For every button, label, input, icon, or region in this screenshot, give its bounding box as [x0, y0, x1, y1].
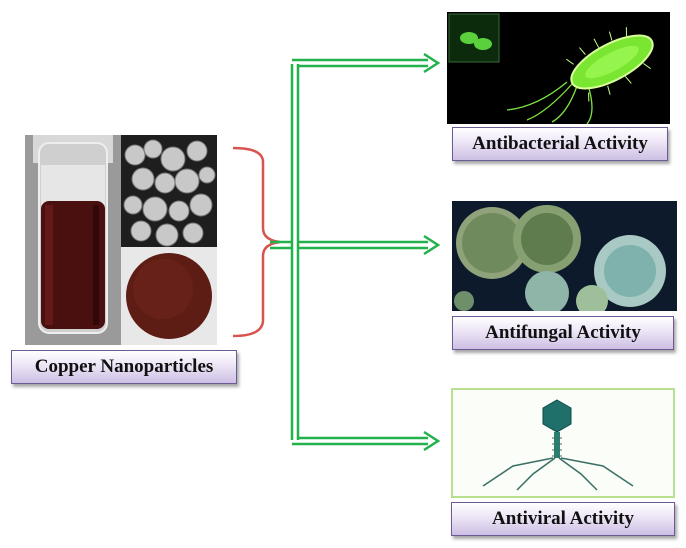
antiviral-label: Antiviral Activity	[451, 502, 675, 536]
fungi-colonies-photo	[452, 201, 677, 311]
copper-powder-photo	[121, 247, 217, 345]
sem-micrograph	[121, 135, 217, 247]
antibacterial-label: Antibacterial Activity	[452, 127, 668, 161]
antifungal-label: Antifungal Activity	[452, 316, 674, 350]
bacteria-illustration	[447, 12, 670, 124]
connector-arrows	[270, 52, 441, 452]
bacteriophage-illustration	[451, 388, 675, 498]
copper-nanoparticles-label: Copper Nanoparticles	[11, 350, 237, 384]
copper-vial-photo	[25, 135, 121, 345]
